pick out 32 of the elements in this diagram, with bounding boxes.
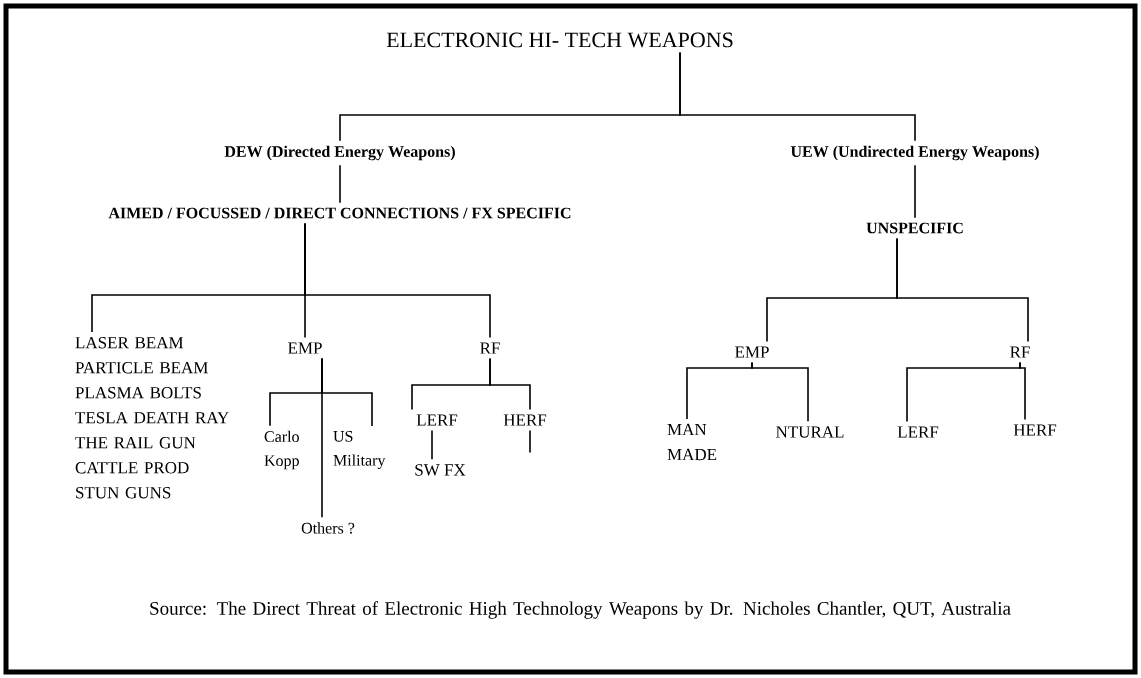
category-label: UEW (Undirected Energy Weapons) xyxy=(790,145,1039,161)
caption: Source: The Direct Threat of Electronic High Technology Weapons by Dr. Nicholes Chantler, QUT, Australia xyxy=(150,601,1011,619)
category-label: AIMED / FOCUSSED / DIRECT CONNECTIONS / FX SPECIFIC xyxy=(108,207,571,219)
branch-label: HERF xyxy=(503,414,547,426)
item-list: LASER BEAM PARTICLE BEAM PLASMA BOLTS TESLA DEATH RAY THE RAIL GUN CATTLE PROD STUN GUNS xyxy=(75,337,229,499)
connector-line xyxy=(751,361,809,423)
connector-line xyxy=(321,357,323,519)
branch-label: US Military xyxy=(333,431,386,470)
connector-line xyxy=(339,164,341,204)
connector-line xyxy=(679,51,916,142)
connector-line xyxy=(304,222,491,339)
connector-line xyxy=(529,429,531,454)
branch-label: EMP xyxy=(288,342,322,354)
connector-line xyxy=(1019,361,1026,421)
branch-label: LERF xyxy=(897,426,939,438)
root-label: ELECTRONIC HI- TECH WEAPONS xyxy=(386,32,733,48)
connector-line xyxy=(431,429,433,461)
branch-label: SW FX xyxy=(415,464,466,476)
branch-label: EMP xyxy=(735,346,769,358)
branch-label: NTURAL xyxy=(776,426,844,438)
branch-label: HERF xyxy=(1013,424,1057,436)
branch-label: Others ? xyxy=(301,522,355,534)
branch-label: RF xyxy=(480,342,500,354)
category-label: DEW (Directed Energy Weapons) xyxy=(224,145,455,161)
connector-line xyxy=(489,357,531,411)
category-label: UNSPECIFIC xyxy=(866,222,963,234)
branch-label: RF xyxy=(1010,346,1030,358)
connector-line xyxy=(896,237,1029,343)
branch-label: LERF xyxy=(416,414,458,426)
connector-line xyxy=(914,164,916,219)
branch-label: Carlo Kopp xyxy=(264,430,299,470)
branch-label: MAN MADE xyxy=(667,423,717,461)
